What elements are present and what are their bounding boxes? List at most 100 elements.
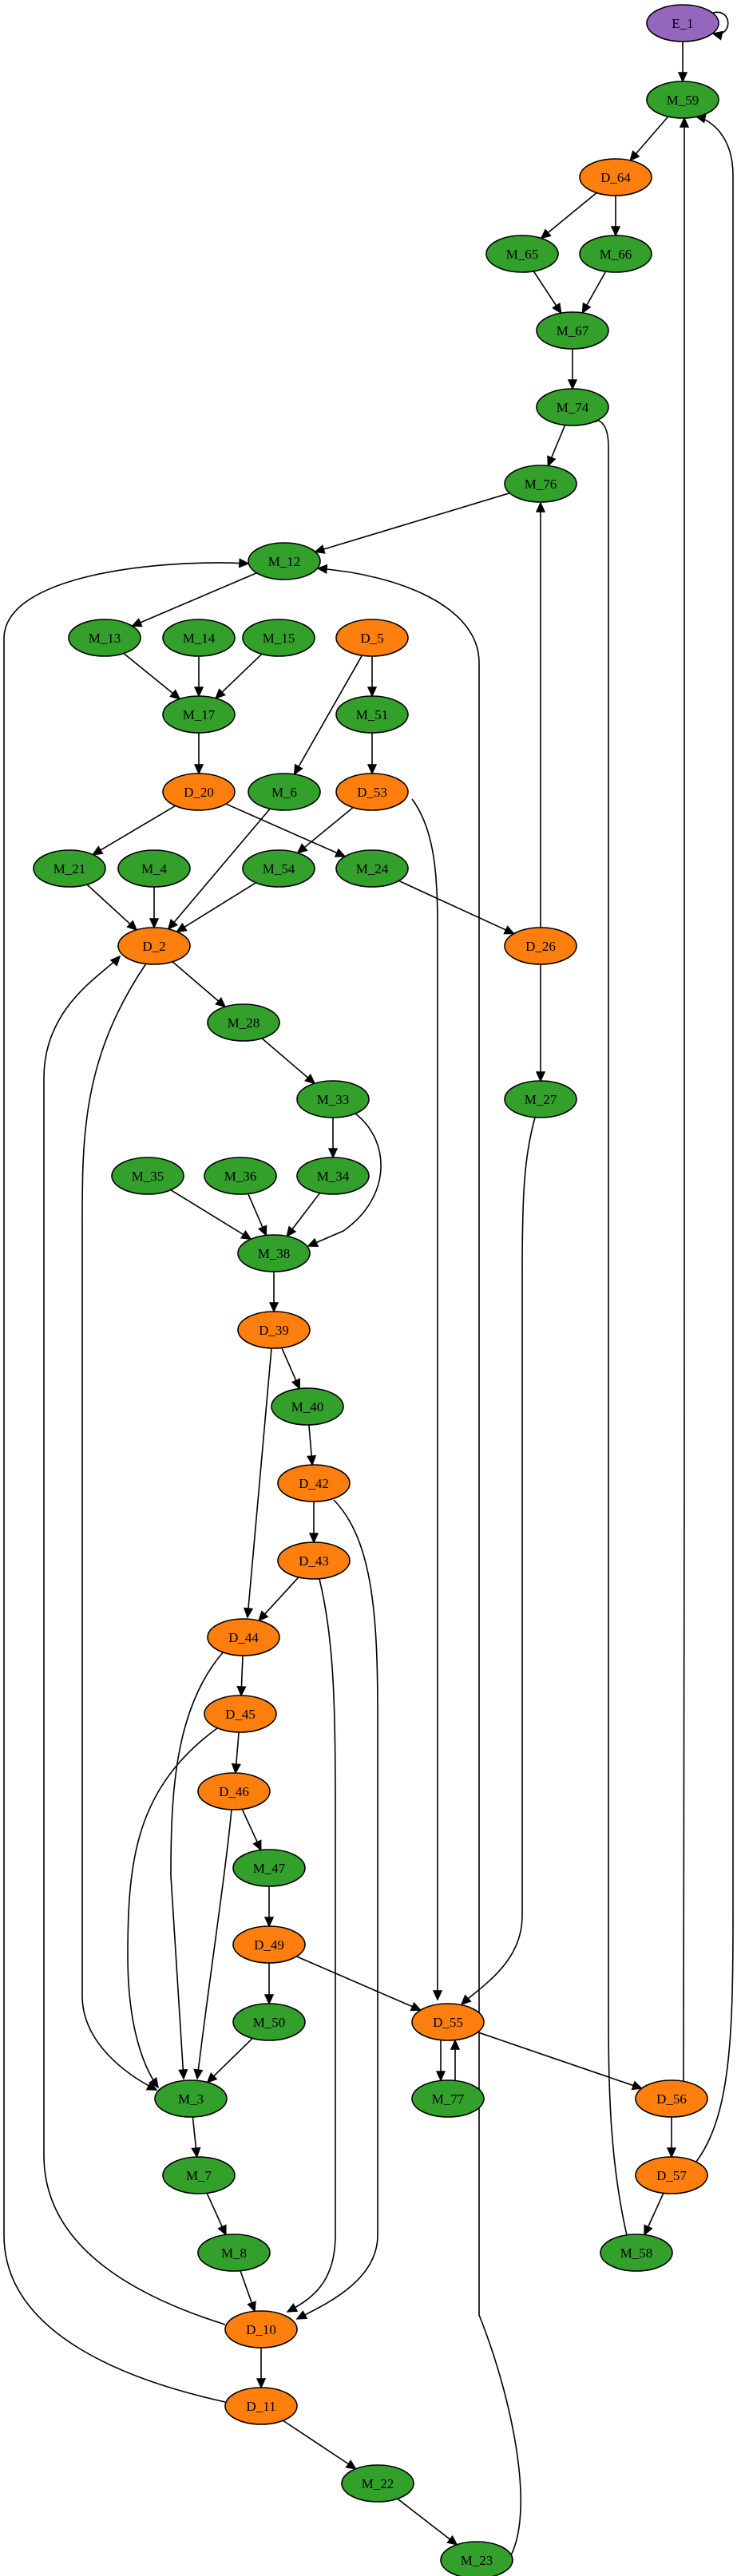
node-label: M_54 (263, 861, 295, 876)
node-D_43[interactable]: D_43 (277, 1541, 351, 1580)
node-D_26[interactable]: D_26 (504, 927, 577, 965)
node-M_14[interactable]: M_14 (162, 619, 236, 657)
arrow-head-icon (666, 2147, 677, 2159)
arrow-head-icon (552, 303, 562, 315)
node-D_53[interactable]: D_53 (335, 773, 409, 811)
edge-line (282, 2420, 350, 2465)
node-D_2[interactable]: D_2 (117, 927, 191, 965)
node-label: M_12 (268, 554, 301, 569)
node-M_50[interactable]: M_50 (232, 2003, 306, 2041)
node-label: D_42 (299, 1476, 329, 1491)
node-M_21[interactable]: M_21 (33, 849, 106, 888)
node-D_57[interactable]: D_57 (635, 2156, 708, 2194)
edge-line (281, 1347, 297, 1382)
node-D_46[interactable]: D_46 (197, 1772, 271, 1810)
node-M_24[interactable]: M_24 (335, 849, 409, 888)
node-M_33[interactable]: M_33 (296, 1080, 370, 1118)
node-M_3[interactable]: M_3 (154, 2079, 228, 2118)
node-M_51[interactable]: M_51 (335, 695, 409, 734)
node-label: M_40 (291, 1399, 324, 1415)
node-M_4[interactable]: M_4 (117, 849, 191, 888)
node-M_58[interactable]: M_58 (600, 2234, 673, 2272)
node-label: M_36 (224, 1169, 257, 1184)
node-M_12[interactable]: M_12 (248, 542, 321, 580)
node-D_10[interactable]: D_10 (224, 2310, 298, 2348)
node-M_15[interactable]: M_15 (242, 619, 315, 657)
node-D_45[interactable]: D_45 (204, 1695, 277, 1733)
node-ellipse (242, 619, 315, 657)
node-D_55[interactable]: D_55 (411, 2003, 485, 2041)
node-M_59[interactable]: M_59 (646, 81, 719, 119)
node-M_8[interactable]: M_8 (197, 2234, 271, 2272)
node-M_22[interactable]: M_22 (341, 2464, 414, 2503)
edge-D_11-to-M_22 (282, 2420, 357, 2470)
edge-M_59-to-D_64 (629, 116, 669, 162)
node-M_38[interactable]: M_38 (237, 1234, 311, 1272)
node-D_49[interactable]: D_49 (232, 1925, 306, 1964)
edge-M_12-to-M_13 (130, 572, 257, 627)
node-M_34[interactable]: M_34 (296, 1157, 370, 1195)
arrow-head-icon (126, 920, 138, 932)
node-M_66[interactable]: M_66 (579, 235, 652, 273)
node-M_65[interactable]: M_65 (485, 235, 559, 273)
edge-M_8-to-D_10 (240, 2270, 256, 2313)
node-label: M_65 (506, 247, 539, 262)
node-M_35[interactable]: M_35 (111, 1157, 184, 1195)
node-M_67[interactable]: M_67 (536, 311, 609, 350)
node-M_40[interactable]: M_40 (271, 1387, 344, 1426)
arrow-head-icon (215, 997, 227, 1008)
edge-line (172, 808, 271, 924)
arrow-head-icon (176, 922, 188, 933)
arrow-head-icon (191, 2147, 201, 2159)
node-M_27[interactable]: M_27 (504, 1080, 577, 1118)
node-ellipse (224, 2387, 298, 2425)
node-label: M_21 (53, 861, 86, 876)
node-D_20[interactable]: D_20 (162, 773, 236, 811)
node-ellipse (296, 1157, 370, 1195)
node-ellipse (579, 158, 652, 196)
node-label: D_57 (656, 2168, 687, 2183)
node-D_39[interactable]: D_39 (237, 1311, 311, 1349)
edge-D_64-to-M_66 (610, 196, 621, 237)
node-D_5[interactable]: D_5 (335, 619, 409, 657)
edge-D_26-to-M_76 (535, 501, 546, 928)
edge-D_43-to-D_10 (286, 1578, 336, 2313)
node-D_42[interactable]: D_42 (277, 1464, 351, 1502)
edge-line (317, 568, 521, 2556)
node-D_64[interactable]: D_64 (579, 158, 652, 196)
node-M_23[interactable]: M_23 (440, 2541, 513, 2576)
edge-line (586, 419, 628, 2236)
arrow-head-icon (240, 1230, 252, 1241)
edge-line (533, 271, 557, 307)
edge-D_53-to-D_55 (411, 798, 443, 2001)
node-label: M_6 (271, 785, 297, 800)
arrow-head-icon (291, 1378, 301, 1391)
node-M_47[interactable]: M_47 (232, 1849, 306, 1887)
node-M_36[interactable]: M_36 (204, 1157, 277, 1195)
node-D_56[interactable]: D_56 (635, 2079, 708, 2118)
edge-line (296, 1499, 378, 2320)
node-ellipse (411, 2079, 485, 2118)
node-ellipse (68, 619, 141, 657)
node-M_76[interactable]: M_76 (504, 465, 577, 503)
arrow-head-icon (307, 1454, 317, 1466)
edge-M_65-to-M_67 (533, 271, 562, 315)
node-label: M_33 (317, 1092, 350, 1107)
node-M_77[interactable]: M_77 (411, 2079, 485, 2118)
node-label: D_64 (600, 170, 631, 185)
node-M_54[interactable]: M_54 (242, 849, 315, 888)
arrow-head-icon (149, 918, 160, 929)
edge-D_20-to-M_24 (225, 803, 347, 857)
node-M_13[interactable]: M_13 (68, 619, 141, 657)
arrow-head-icon (258, 1225, 267, 1237)
node-M_7[interactable]: M_7 (162, 2156, 236, 2194)
node-M_6[interactable]: M_6 (248, 773, 321, 811)
edge-line (240, 2270, 253, 2305)
edge-M_67-to-M_74 (567, 349, 578, 390)
node-M_74[interactable]: M_74 (536, 388, 609, 426)
node-D_44[interactable]: D_44 (207, 1618, 280, 1656)
node-M_28[interactable]: M_28 (207, 1003, 280, 1042)
node-E_1[interactable]: E_1 (646, 4, 719, 42)
node-M_17[interactable]: M_17 (162, 695, 236, 734)
node-D_11[interactable]: D_11 (224, 2387, 298, 2425)
